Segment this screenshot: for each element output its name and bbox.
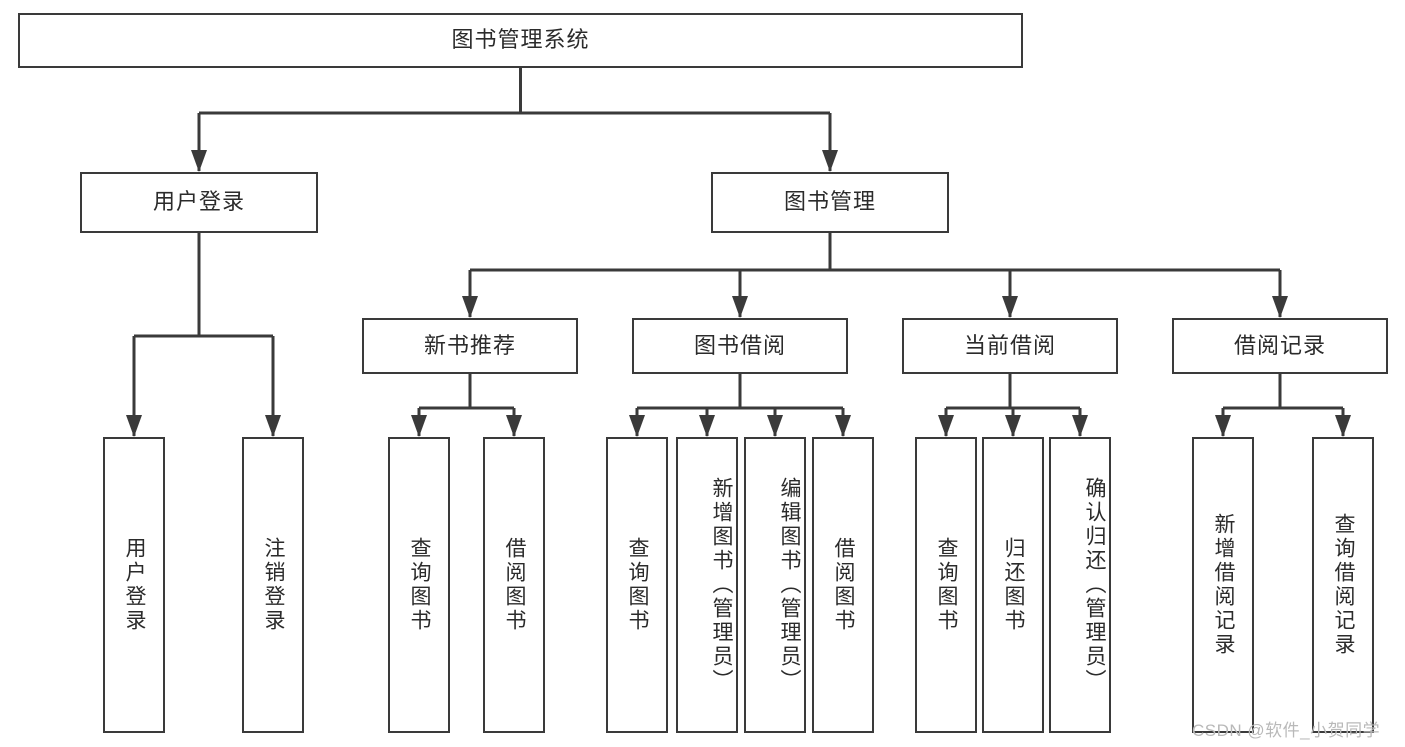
arrow-head-borrow-to-leaves-0 bbox=[629, 415, 645, 437]
node-leaf-return-book[interactable]: 归还图书 bbox=[982, 437, 1044, 733]
node-label: 图书借阅 bbox=[693, 332, 786, 358]
node-label: 用户登录 bbox=[123, 537, 146, 633]
node-leaf-edit-book[interactable]: 编辑图书（管理员） bbox=[744, 437, 806, 733]
node-label: 查询借阅记录 bbox=[1332, 513, 1355, 657]
node-label: 图书管理系统 bbox=[451, 27, 590, 53]
node-leaf-logout[interactable]: 注销登录 bbox=[242, 437, 304, 733]
arrow-head-login-to-leaves-1 bbox=[265, 415, 281, 437]
node-leaf-borrow-book-1[interactable]: 借阅图书 bbox=[483, 437, 545, 733]
node-leaf-borrow-book-2[interactable]: 借阅图书 bbox=[812, 437, 874, 733]
node-label: 新书推荐 bbox=[423, 332, 516, 358]
arrow-head-borrow-to-leaves-3 bbox=[835, 415, 851, 437]
arrow-head-manage-to-level3-2 bbox=[1002, 296, 1018, 318]
arrow-head-current-to-leaves-0 bbox=[938, 415, 954, 437]
node-label: 新增借阅记录 bbox=[1212, 513, 1235, 657]
arrow-head-rec-to-leaves-0 bbox=[411, 415, 427, 437]
node-label: 归还图书 bbox=[1002, 537, 1025, 633]
node-label: 新增图书（管理员） bbox=[710, 477, 733, 693]
arrow-head-borrow-to-leaves-2 bbox=[767, 415, 783, 437]
node-leaf-confirm-return[interactable]: 确认归还（管理员） bbox=[1049, 437, 1111, 733]
arrow-head-manage-to-level3-1 bbox=[732, 296, 748, 318]
node-label: 借阅图书 bbox=[503, 537, 526, 633]
node-leaf-query-record[interactable]: 查询借阅记录 bbox=[1312, 437, 1374, 733]
arrow-head-record-to-leaves-0 bbox=[1215, 415, 1231, 437]
node-label: 编辑图书（管理员） bbox=[778, 477, 801, 693]
node-label: 注销登录 bbox=[262, 537, 285, 633]
arrow-head-rec-to-leaves-1 bbox=[506, 415, 522, 437]
node-label: 用户登录 bbox=[152, 189, 245, 215]
node-leaf-query-book-1[interactable]: 查询图书 bbox=[388, 437, 450, 733]
node-leaf-query-book-2[interactable]: 查询图书 bbox=[606, 437, 668, 733]
arrow-head-current-to-leaves-2 bbox=[1072, 415, 1088, 437]
node-label: 确认归还（管理员） bbox=[1083, 477, 1106, 693]
node-book-manage[interactable]: 图书管理 bbox=[711, 172, 949, 233]
arrow-head-manage-to-level3-0 bbox=[462, 296, 478, 318]
node-root[interactable]: 图书管理系统 bbox=[18, 13, 1023, 68]
arrow-head-root-to-level2-0 bbox=[191, 150, 207, 172]
node-current-borrow[interactable]: 当前借阅 bbox=[902, 318, 1118, 374]
node-leaf-query-book-3[interactable]: 查询图书 bbox=[915, 437, 977, 733]
arrow-head-root-to-level2-1 bbox=[822, 150, 838, 172]
node-label: 查询图书 bbox=[935, 537, 958, 633]
node-leaf-add-record[interactable]: 新增借阅记录 bbox=[1192, 437, 1254, 733]
arrow-head-current-to-leaves-1 bbox=[1005, 415, 1021, 437]
node-leaf-user-login[interactable]: 用户登录 bbox=[103, 437, 165, 733]
node-label: 借阅图书 bbox=[832, 537, 855, 633]
node-borrow-record[interactable]: 借阅记录 bbox=[1172, 318, 1388, 374]
node-label: 借阅记录 bbox=[1233, 332, 1326, 358]
arrow-head-manage-to-level3-3 bbox=[1272, 296, 1288, 318]
node-label: 当前借阅 bbox=[963, 332, 1056, 358]
node-user-login[interactable]: 用户登录 bbox=[80, 172, 318, 233]
watermark-text: CSDN @软件_小贺同学 bbox=[1192, 721, 1381, 740]
arrow-head-borrow-to-leaves-1 bbox=[699, 415, 715, 437]
node-label: 查询图书 bbox=[408, 537, 431, 633]
node-leaf-add-book[interactable]: 新增图书（管理员） bbox=[676, 437, 738, 733]
node-book-borrow[interactable]: 图书借阅 bbox=[632, 318, 848, 374]
arrow-head-login-to-leaves-0 bbox=[126, 415, 142, 437]
node-label: 图书管理 bbox=[783, 189, 876, 215]
node-label: 查询图书 bbox=[626, 537, 649, 633]
node-new-book-rec[interactable]: 新书推荐 bbox=[362, 318, 578, 374]
arrow-head-record-to-leaves-1 bbox=[1335, 415, 1351, 437]
